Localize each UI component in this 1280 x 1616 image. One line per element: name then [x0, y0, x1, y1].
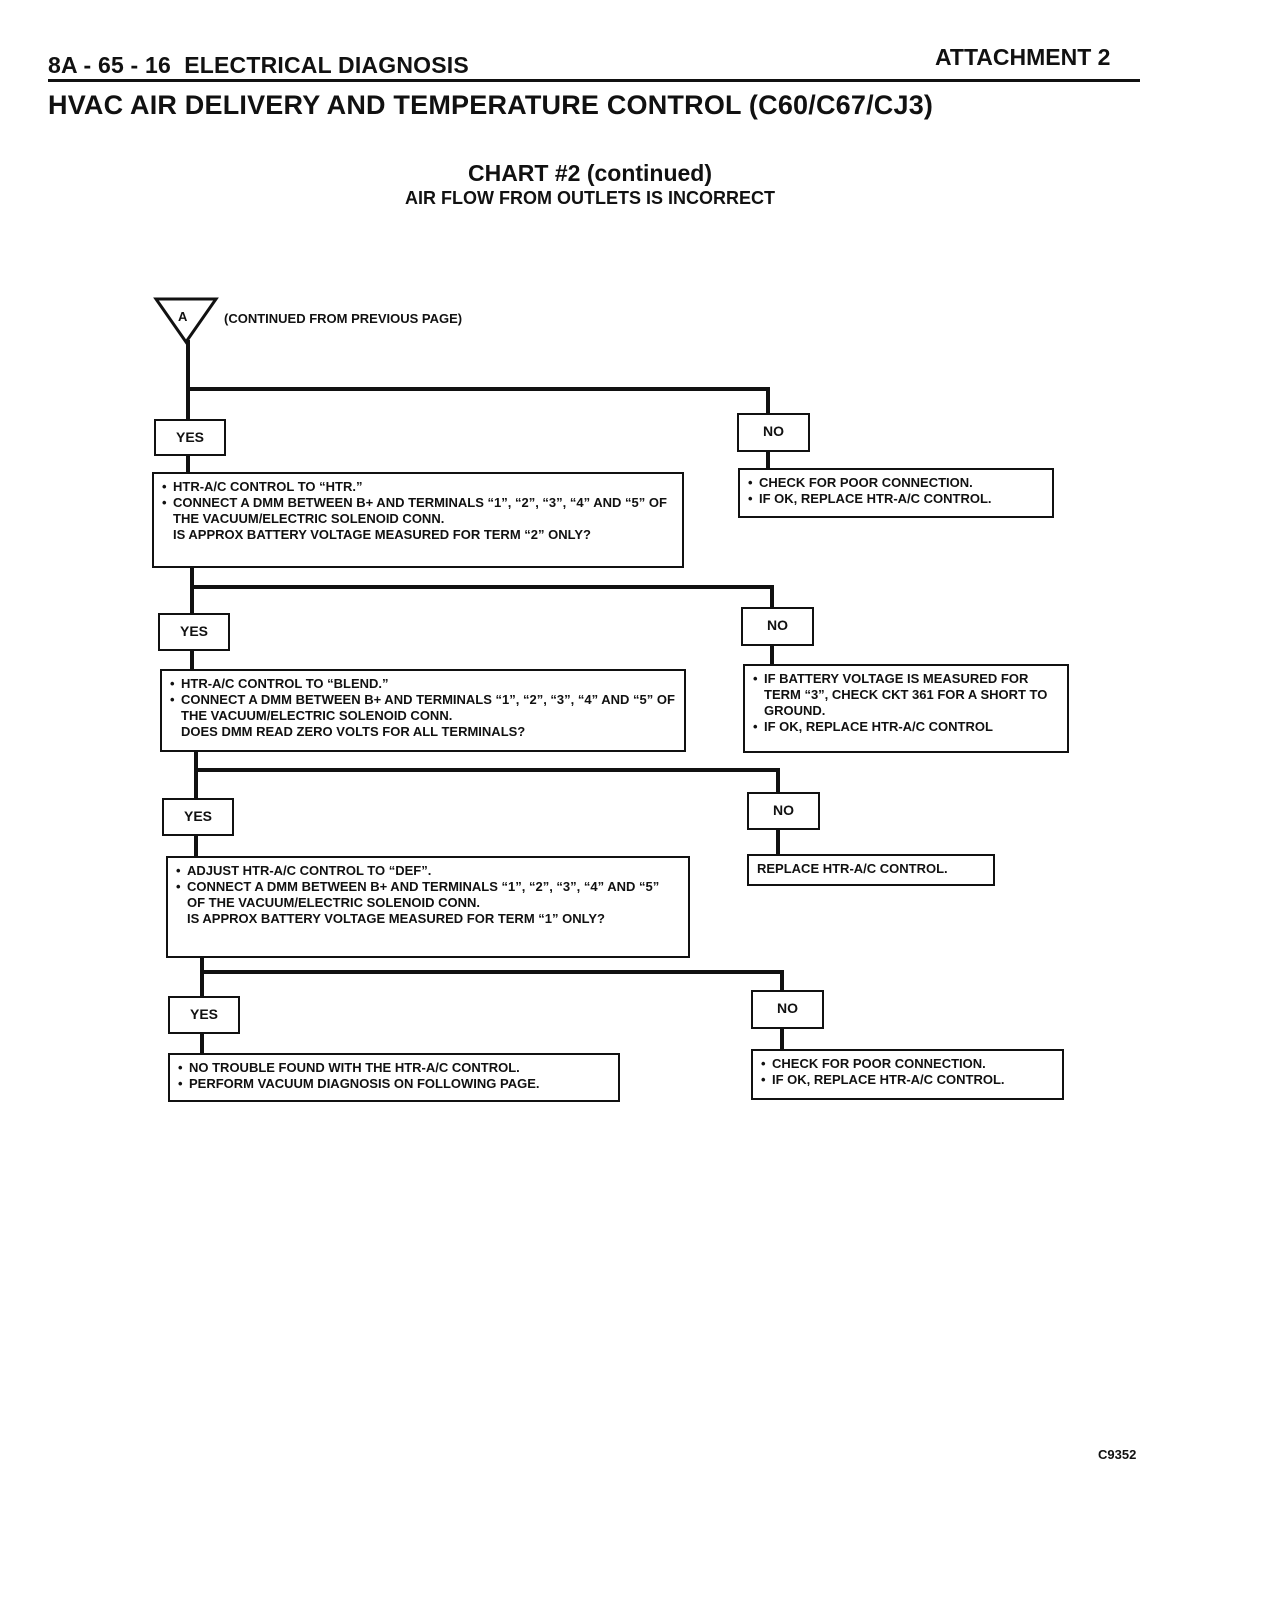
chart-subtitle: AIR FLOW FROM OUTLETS IS INCORRECT [405, 188, 775, 208]
step1-box: HTR-A/C CONTROL TO “HTR.” CONNECT A DMM … [152, 472, 684, 568]
step2-action-2: CONNECT A DMM BETWEEN B+ AND TERMINALS “… [170, 692, 676, 724]
step2-action-1: HTR-A/C CONTROL TO “BLEND.” [170, 676, 676, 692]
no-box-2: NO [741, 607, 814, 646]
step2-no-action-1: IF BATTERY VOLTAGE IS MEASURED FOR TERM … [753, 671, 1059, 719]
section-number: 8A - 65 - 16 [48, 52, 171, 78]
yes-box-2: YES [158, 613, 230, 651]
step3-action-2: CONNECT A DMM BETWEEN B+ AND TERMINALS “… [176, 879, 680, 911]
step1-action-2: CONNECT A DMM BETWEEN B+ AND TERMINALS “… [162, 495, 674, 527]
no-box-4: NO [751, 990, 824, 1029]
step2-no-box: IF BATTERY VOLTAGE IS MEASURED FOR TERM … [743, 664, 1069, 753]
no-box-1: NO [737, 413, 810, 452]
section-heading: 8A - 65 - 16 ELECTRICAL DIAGNOSIS [48, 52, 469, 79]
step1-no-action-2: IF OK, REPLACE HTR-A/C CONTROL. [748, 491, 1044, 507]
yes-box-4: YES [168, 996, 240, 1034]
step1-no-action-1: CHECK FOR POOR CONNECTION. [748, 475, 1044, 491]
connector-letter: A [178, 309, 188, 324]
step1-action-1: HTR-A/C CONTROL TO “HTR.” [162, 479, 674, 495]
figure-code: C9352 [1098, 1447, 1137, 1462]
step3-no-box: REPLACE HTR-A/C CONTROL. [747, 854, 995, 886]
step1-no-box: CHECK FOR POOR CONNECTION. IF OK, REPLAC… [738, 468, 1054, 518]
step3-box: ADJUST HTR-A/C CONTROL TO “DEF”. CONNECT… [166, 856, 690, 958]
step3-question: IS APPROX BATTERY VOLTAGE MEASURED FOR T… [187, 911, 605, 926]
step4-yes-action-1: NO TROUBLE FOUND WITH THE HTR-A/C CONTRO… [178, 1060, 610, 1076]
step3-action-1: ADJUST HTR-A/C CONTROL TO “DEF”. [176, 863, 680, 879]
step4-no-action-1: CHECK FOR POOR CONNECTION. [761, 1056, 1054, 1072]
step2-no-action-2: IF OK, REPLACE HTR-A/C CONTROL [753, 719, 1059, 735]
attachment-label: ATTACHMENT 2 [935, 44, 1111, 70]
yes-box-1: YES [154, 419, 226, 456]
yes-box-3: YES [162, 798, 234, 836]
chart-title: CHART #2 (continued) [467, 160, 713, 186]
step4-yes-box: NO TROUBLE FOUND WITH THE HTR-A/C CONTRO… [168, 1053, 620, 1102]
step4-no-action-2: IF OK, REPLACE HTR-A/C CONTROL. [761, 1072, 1054, 1088]
step4-no-box: CHECK FOR POOR CONNECTION. IF OK, REPLAC… [751, 1049, 1064, 1100]
connector-label: (CONTINUED FROM PREVIOUS PAGE) [224, 311, 463, 326]
step1-question: IS APPROX BATTERY VOLTAGE MEASURED FOR T… [173, 527, 591, 542]
step2-question: DOES DMM READ ZERO VOLTS FOR ALL TERMINA… [181, 724, 526, 739]
step4-yes-action-2: PERFORM VACUUM DIAGNOSIS ON FOLLOWING PA… [178, 1076, 610, 1092]
header-rule [48, 79, 1140, 82]
no-box-3: NO [747, 792, 820, 830]
step2-box: HTR-A/C CONTROL TO “BLEND.” CONNECT A DM… [160, 669, 686, 752]
section-title: ELECTRICAL DIAGNOSIS [184, 52, 469, 78]
page-title: HVAC AIR DELIVERY AND TEMPERATURE CONTRO… [48, 90, 934, 120]
